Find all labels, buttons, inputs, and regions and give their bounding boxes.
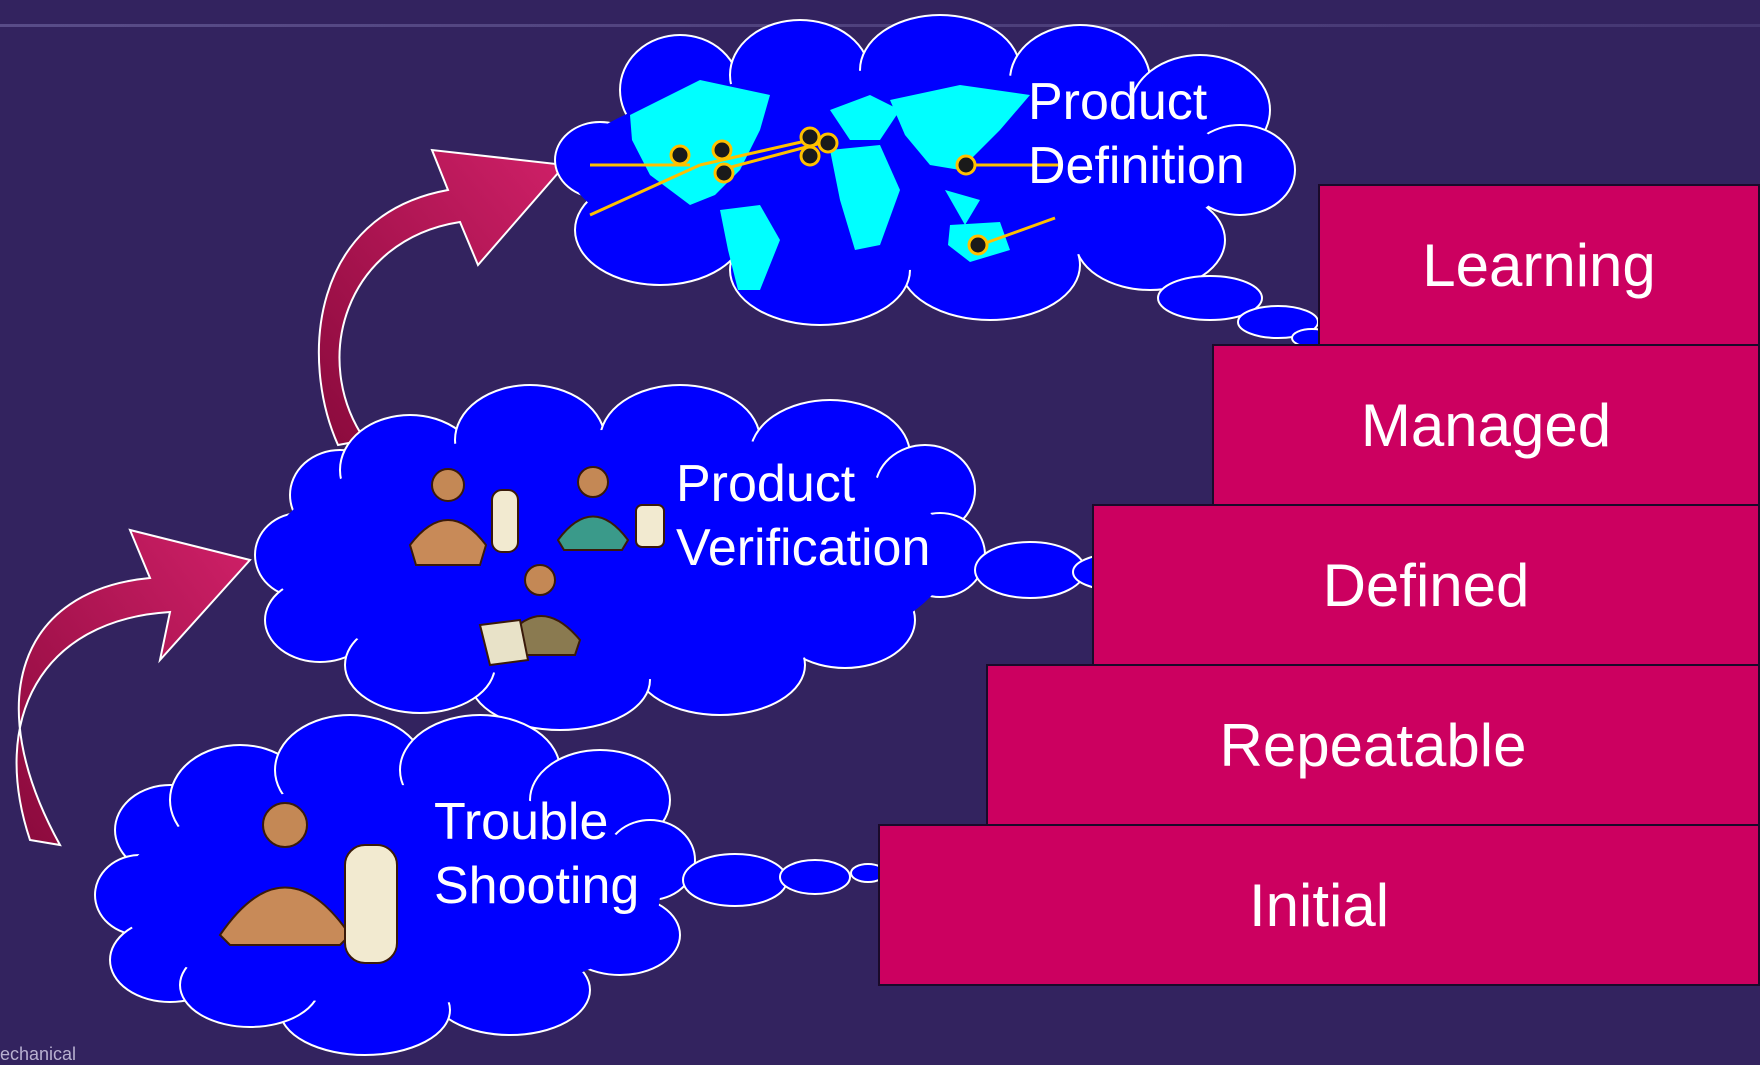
label-product-verification: Product Verification [676,452,930,580]
person-at-computer-icon [218,802,398,964]
arrow-to-definition [317,148,568,447]
title-rule [0,24,1760,27]
arrow-to-verification [15,528,252,847]
step-learning: Learning [1318,184,1760,346]
label-line-1: Product [1028,73,1208,131]
world-map-icon [630,80,1030,290]
step-managed: Managed [1212,344,1760,506]
step-defined: Defined [1092,504,1760,666]
label-line-2: Verification [676,519,931,577]
step-label: Repeatable [1219,711,1527,779]
label-trouble-shooting: Trouble Shooting [434,790,639,918]
step-initial: Initial [878,824,1760,986]
step-label: Defined [1322,551,1530,619]
label-line-1: Trouble [434,793,609,851]
step-label: Learning [1422,231,1656,299]
footer-text: echanical [0,1044,77,1064]
step-label: Managed [1360,391,1612,459]
step-repeatable: Repeatable [986,664,1760,826]
label-line-2: Shooting [434,857,640,915]
people-at-computers-icon [408,466,665,667]
label-line-2: Definition [1028,137,1245,195]
location-markers [669,126,989,256]
label-product-definition: Product Definition [1028,70,1245,198]
step-label: Initial [1248,871,1390,939]
label-line-1: Product [676,455,856,513]
